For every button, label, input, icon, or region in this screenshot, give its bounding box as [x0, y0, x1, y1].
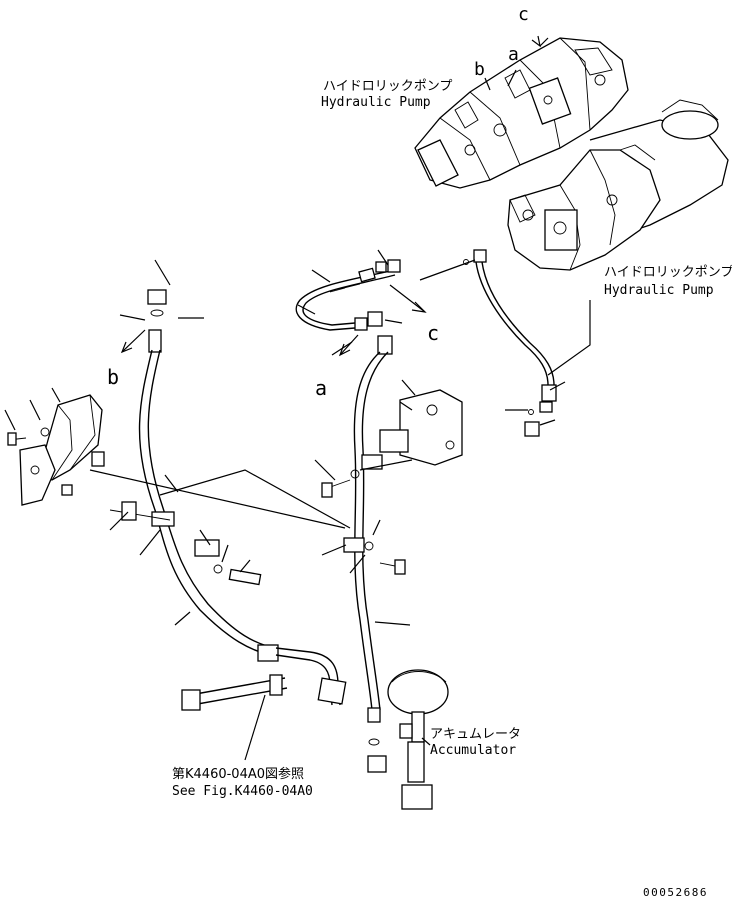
callout-a-top: a [508, 44, 519, 65]
upper-hose-assembly [295, 249, 557, 437]
reference-label: 第K4460-04A0図参照 See Fig.K4460-04A0 [172, 766, 313, 799]
left-bracket [7, 394, 105, 506]
callout-b-top: b [474, 59, 485, 80]
accumulator-label-en: Accumulator [430, 743, 516, 758]
callout-b-left: b [107, 365, 119, 389]
middle-hose-assembly [321, 335, 463, 773]
callout-c-mid: c [427, 321, 439, 345]
reference-label-en: See Fig.K4460-04A0 [172, 784, 313, 799]
pump-top-label: ハイドロリックポンプ Hydraulic Pump [321, 79, 452, 110]
pump-right-label: ハイドロリックポンプ Hydraulic Pump [604, 265, 732, 298]
pump-right-label-en: Hydraulic Pump [604, 283, 714, 298]
callout-labels: c a b b a c [107, 4, 529, 400]
pump-top-label-jp: ハイドロリックポンプ [323, 79, 452, 94]
leader-lines [4, 35, 591, 761]
hydraulic-pump-right [507, 99, 729, 271]
reference-label-jp: 第K4460-04A0図参照 [172, 766, 304, 782]
callout-a-mid: a [315, 376, 327, 400]
left-hose-assembly [109, 289, 347, 711]
pump-top-label-en: Hydraulic Pump [321, 95, 431, 110]
drawing-number: 00052686 [643, 886, 708, 899]
accumulator-label: アキュムレータ Accumulator [430, 727, 521, 758]
accumulator [387, 669, 449, 810]
pump-right-label-jp: ハイドロリックポンプ [604, 265, 732, 280]
hydraulic-pump-top [414, 37, 629, 189]
accumulator-label-jp: アキュムレータ [430, 727, 521, 742]
callout-c-top: c [518, 4, 529, 25]
